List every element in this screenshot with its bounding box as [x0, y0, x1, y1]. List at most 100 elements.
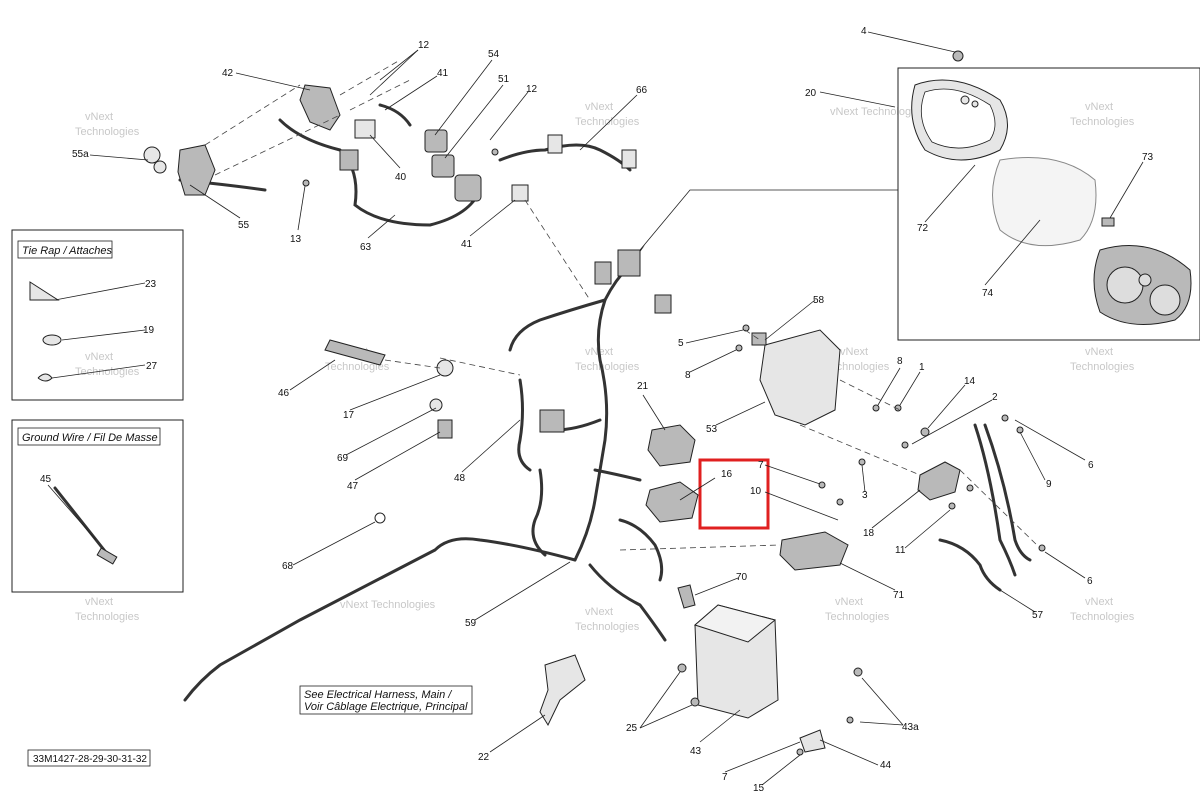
- part-51-connector: [431, 154, 455, 178]
- part-41-connector: [511, 184, 529, 202]
- ground-wire-icon: [53, 486, 114, 562]
- callout-48: 48: [454, 473, 466, 484]
- part-16-relay: [645, 481, 699, 523]
- callout-21: 21: [637, 381, 649, 392]
- part-3-screw: [858, 458, 866, 466]
- watermark: vNext: [585, 101, 613, 113]
- watermark: vNext Technologies: [830, 106, 926, 118]
- callout-55a: 55a: [72, 149, 89, 160]
- callout-72: 72: [917, 223, 929, 234]
- callout-7-bottom: 7: [722, 772, 728, 783]
- part-10-nut: [836, 498, 844, 506]
- callout-3: 3: [862, 490, 868, 501]
- part-11-nut: [948, 502, 956, 510]
- callout-41-top: 41: [437, 68, 449, 79]
- part-21-relay: [647, 424, 696, 467]
- watermark: Technologies: [825, 611, 890, 623]
- callout-7-mid: 7: [758, 460, 764, 471]
- callout-58: 58: [813, 295, 825, 306]
- watermark: vNext: [1085, 596, 1113, 608]
- watermark: vNext: [1085, 346, 1113, 358]
- harness-junction: [617, 249, 641, 277]
- part-4-nut: [952, 50, 964, 62]
- watermark: Technologies: [825, 361, 890, 373]
- highlight-box: [698, 458, 770, 530]
- callout-51: 51: [498, 74, 510, 85]
- part-2-nut: [1001, 414, 1009, 422]
- callout-57: 57: [1032, 610, 1044, 621]
- part-44-bracket: [799, 729, 826, 753]
- watermark: vNext: [585, 606, 613, 618]
- gauge-lens: [992, 157, 1097, 247]
- inset-leader: [639, 189, 898, 251]
- callout-71: 71: [893, 590, 905, 601]
- callout-15: 15: [753, 783, 765, 792]
- watermark: Technologies: [75, 366, 140, 378]
- callout-23: 23: [145, 279, 157, 290]
- part-42-switch-housing: [299, 84, 341, 131]
- callout-12-mid: 12: [526, 84, 538, 95]
- callout-1: 1: [919, 362, 925, 373]
- part-15-nut: [796, 748, 804, 756]
- callout-16: 16: [721, 469, 733, 480]
- tie-rap-title: Tie Rap / Attaches: [22, 245, 112, 257]
- callout-41-bottom: 41: [461, 239, 473, 250]
- part-5-screw: [742, 324, 750, 332]
- watermark: vNext: [840, 346, 868, 358]
- callout-44: 44: [880, 760, 892, 771]
- callout-59: 59: [465, 618, 477, 629]
- callout-63: 63: [360, 242, 372, 253]
- part-9-nut: [966, 484, 974, 492]
- part-22-bracket: [539, 654, 586, 727]
- watermark: Technologies: [1070, 116, 1135, 128]
- drawing-reference: 33M1427-28-29-30-31-32: [27, 749, 151, 767]
- callout-14: 14: [964, 376, 976, 387]
- callout-17: 17: [343, 410, 355, 421]
- callout-46: 46: [278, 388, 290, 399]
- part-70-terminal: [677, 584, 696, 609]
- callout-69: 69: [337, 453, 349, 464]
- note-line-2: Voir Câblage Electrique, Principal: [304, 701, 468, 713]
- part-40-connector: [354, 119, 376, 139]
- part-13-screw: [302, 179, 310, 187]
- callout-10: 10: [750, 486, 762, 497]
- watermark: Technologies: [575, 621, 640, 633]
- watermark: Technologies: [575, 361, 640, 373]
- gauge-inset-box: [897, 67, 1200, 341]
- part-68-ring: [374, 512, 386, 524]
- leader-lines: [47, 31, 1144, 786]
- watermark: vNext: [85, 111, 113, 123]
- callout-66: 66: [636, 85, 648, 96]
- callout-13: 13: [290, 234, 302, 245]
- callout-68: 68: [282, 561, 294, 572]
- callout-43a: 43a: [902, 722, 919, 733]
- part-48-connector: [539, 409, 565, 433]
- part-54-connector: [424, 129, 448, 153]
- callout-47: 47: [347, 481, 359, 492]
- parts: [143, 50, 1046, 756]
- callout-25: 25: [626, 723, 638, 734]
- part-55-switch: [177, 144, 216, 196]
- callout-2: 2: [992, 392, 998, 403]
- callout-8-left: 8: [685, 370, 691, 381]
- harness-note: See Electrical Harness, Main / Voir Câbl…: [299, 685, 473, 715]
- callout-53: 53: [706, 424, 718, 435]
- note-line-1: See Electrical Harness, Main /: [304, 689, 452, 701]
- callout-19: 19: [143, 325, 155, 336]
- callout-8-right: 8: [897, 356, 903, 367]
- callout-43: 43: [690, 746, 702, 757]
- part-69-bulb: [429, 398, 443, 412]
- alignment-lines: [204, 59, 1041, 551]
- main-harness: [178, 103, 1032, 702]
- watermark: vNext Technologies: [340, 599, 436, 611]
- callout-27: 27: [146, 361, 158, 372]
- callout-6-bottom: 6: [1087, 576, 1093, 587]
- part-1-screw: [894, 404, 902, 412]
- part-6-nut: [1038, 544, 1046, 552]
- callout-73: 73: [1142, 152, 1154, 163]
- callout-9: 9: [1046, 479, 1052, 490]
- tie-mount-icon: [42, 334, 62, 346]
- callout-55: 55: [238, 220, 250, 231]
- callout-4: 4: [861, 26, 867, 37]
